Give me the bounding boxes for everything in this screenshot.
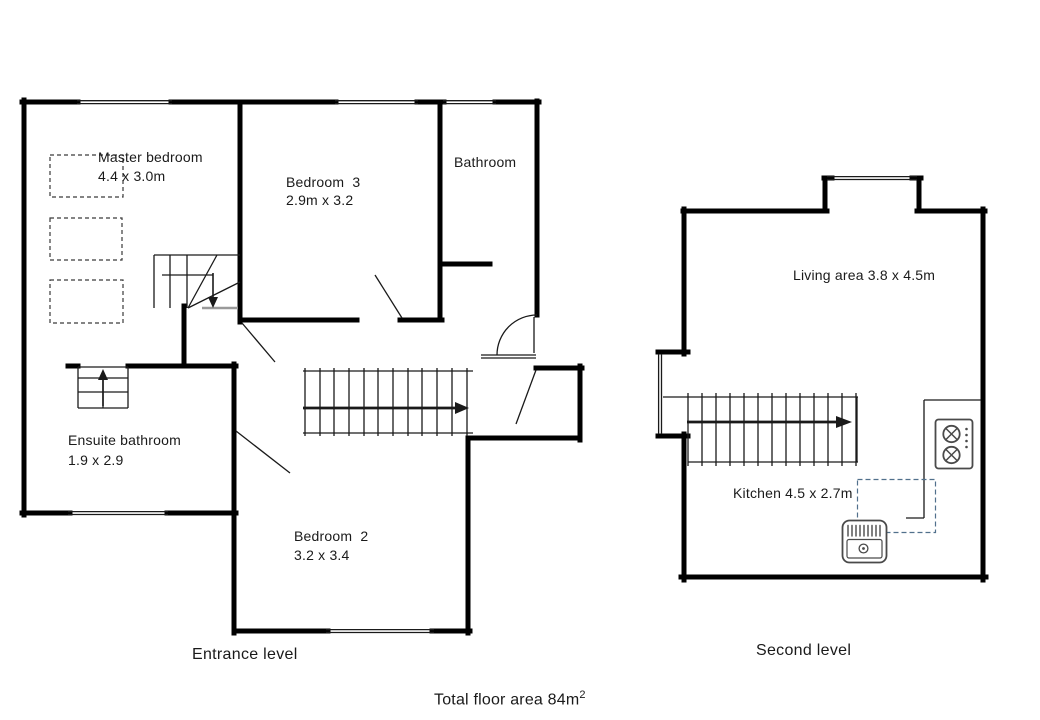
window (657, 354, 663, 434)
second-level-staircase (663, 393, 858, 466)
room-dims-bedroom2: 3.2 x 3.4 (294, 547, 350, 563)
caption-entrance-level: Entrance level (192, 646, 298, 663)
winder-staircase (153, 254, 241, 309)
sink-basin (846, 538, 883, 559)
caption-second-level: Second level (756, 642, 852, 659)
stove-hob-icon (934, 418, 974, 470)
walls-second-level (655, 175, 989, 583)
burner-cross (944, 427, 959, 441)
room-label-bathroom: Bathroom (454, 154, 517, 170)
window (335, 100, 418, 105)
room-label-bedroom2: Bedroom 2 (294, 528, 369, 544)
arrowhead-down-icon (208, 297, 218, 308)
sink-drain (858, 543, 869, 554)
total-floor-area-superscript: 2 (579, 689, 586, 701)
kitchen-counter-line (906, 399, 981, 519)
door-swing-hall (241, 322, 276, 363)
wall-roof-bump (821, 175, 924, 214)
room-label-ensuite: Ensuite bathroom (68, 432, 181, 448)
kitchen-sink-icon (841, 519, 888, 564)
room-dims-master-bedroom: 4.4 x 3.0m (98, 168, 166, 184)
sink-drainer-bars (847, 524, 881, 537)
door-swing-entry (515, 369, 537, 425)
furniture-rect (49, 154, 124, 198)
window (68, 510, 168, 516)
burner (942, 445, 961, 465)
sink-drain-dot (862, 547, 865, 550)
room-dims-bedroom3: 2.9m x 3.2 (286, 192, 354, 208)
total-floor-area: Total floor area 84m2 (434, 686, 586, 709)
entry-door-threshold (481, 354, 536, 359)
burner-cross (944, 448, 959, 462)
room-dims-ensuite: 1.9 x 2.9 (68, 452, 124, 468)
room-label-kitchen: Kitchen 4.5 x 2.7m (733, 485, 853, 501)
room-label-master-bedroom: Master bedroom (98, 149, 203, 165)
arrowhead-right-icon (455, 402, 469, 414)
front-door-arc (496, 314, 538, 356)
window (827, 175, 917, 181)
window (77, 100, 172, 105)
main-staircase (303, 368, 473, 436)
stairs-and-counters-second (663, 393, 981, 519)
furniture-rect (49, 279, 124, 324)
arrowhead-right-icon (836, 416, 852, 428)
room-label-living-area: Living area 3.8 x 4.5m (793, 267, 936, 283)
kitchen-counter-dashed (856, 478, 937, 534)
walls-entrance-level (19, 97, 585, 636)
window (443, 100, 496, 105)
windows-second-level (657, 175, 917, 434)
wall-entry-alcove (467, 363, 585, 443)
furniture-rect (49, 217, 123, 261)
room-label-bedroom3: Bedroom 3 (286, 174, 361, 190)
burner (942, 424, 961, 444)
door-swing-bedroom2 (235, 430, 291, 474)
total-floor-area-text: Total floor area 84m (434, 691, 580, 709)
stove-body (934, 418, 974, 470)
window (326, 628, 434, 634)
windows-entrance-level (68, 100, 536, 634)
door-swing-bedroom3 (374, 274, 403, 319)
arrowhead-up-icon (98, 369, 108, 380)
stair-direction-arrows-entrance (98, 297, 469, 414)
stove-knob-dots (965, 427, 968, 449)
furniture-dashed-master (49, 154, 124, 324)
wall-notch (655, 349, 691, 439)
